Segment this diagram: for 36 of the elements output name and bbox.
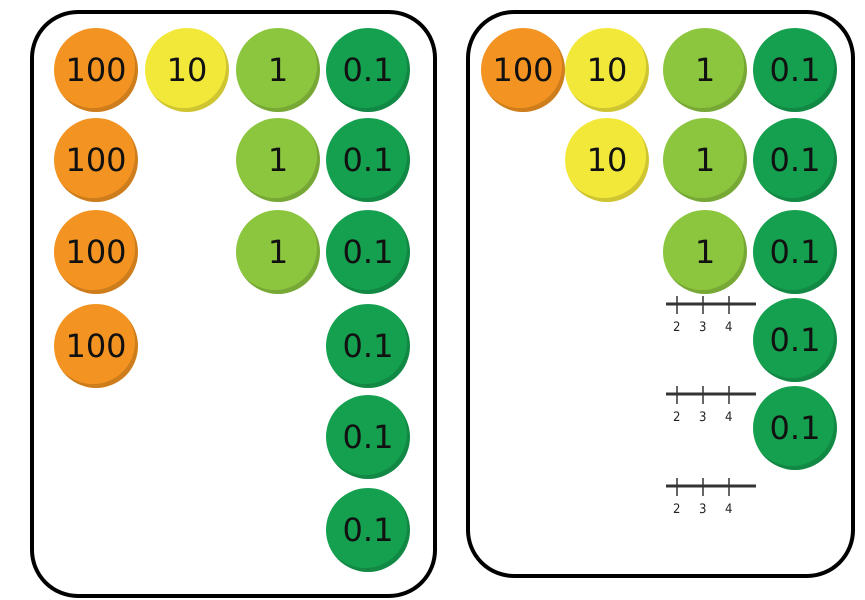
place-value-disk: 100	[54, 28, 138, 112]
card-panel	[30, 10, 437, 598]
place-value-disk: 10	[565, 118, 649, 202]
place-value-disk: 1	[663, 118, 747, 202]
place-value-disk: 1	[663, 210, 747, 294]
place-value-disk: 0.1	[326, 28, 410, 112]
place-value-disk: 10	[565, 28, 649, 112]
tick-label: 4	[725, 410, 732, 425]
place-value-disk: 0.1	[753, 28, 837, 112]
place-value-disk: 0.1	[326, 304, 410, 388]
place-value-disk: 0.1	[753, 298, 837, 382]
place-value-disk: 0.1	[753, 118, 837, 202]
place-value-disk: 100	[54, 304, 138, 388]
tick-label: 2	[673, 502, 680, 517]
place-value-disk: 1	[663, 28, 747, 112]
tick-label: 3	[699, 502, 706, 517]
place-value-disk: 0.1	[326, 210, 410, 294]
place-value-disk: 0.1	[326, 488, 410, 572]
tick-label: 4	[725, 320, 732, 335]
tick-label: 3	[699, 320, 706, 335]
tick-label: 4	[725, 502, 732, 517]
place-value-disk: 0.1	[753, 386, 837, 470]
place-value-disk: 1	[236, 28, 320, 112]
place-value-disk: 1	[236, 210, 320, 294]
card-panel	[466, 10, 855, 578]
tick-label: 2	[673, 320, 680, 335]
place-value-disk: 0.1	[326, 118, 410, 202]
tick-label: 2	[673, 410, 680, 425]
place-value-disk: 10	[145, 28, 229, 112]
place-value-disk: 100	[481, 28, 565, 112]
place-value-disk: 0.1	[753, 210, 837, 294]
place-value-disk: 0.1	[326, 395, 410, 479]
place-value-disk: 100	[54, 210, 138, 294]
place-value-disk: 100	[54, 118, 138, 202]
place-value-disk: 1	[236, 118, 320, 202]
tick-label: 3	[699, 410, 706, 425]
